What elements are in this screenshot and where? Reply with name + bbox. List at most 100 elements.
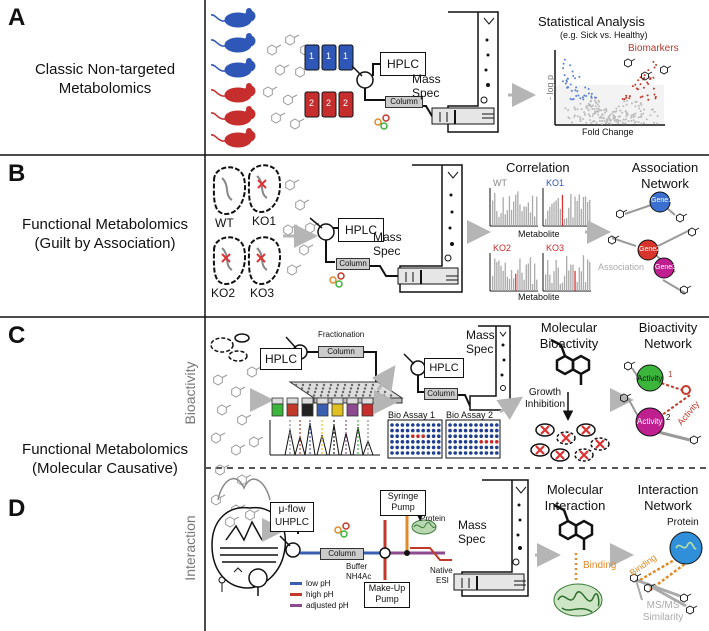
assay-well	[416, 451, 420, 455]
volcano-point	[630, 119, 633, 122]
volcano-point	[613, 119, 616, 122]
volcano-point	[571, 70, 574, 73]
assay-well	[474, 423, 478, 427]
assay-well	[421, 428, 426, 433]
volcano-point	[625, 111, 628, 114]
interaction-network-title: Interaction Network	[628, 482, 708, 514]
well-dot	[370, 387, 374, 390]
metabolite-bar	[494, 258, 496, 291]
assay-well	[390, 445, 394, 450]
volcano-point	[621, 98, 624, 101]
assay-well	[416, 428, 420, 433]
makeup-pump-line2: Pump	[375, 594, 399, 604]
inhibition-x-icon	[540, 425, 550, 435]
metabolite-bar	[498, 216, 500, 226]
assay-well	[479, 451, 484, 455]
well-dot	[313, 390, 317, 394]
volcano-point	[652, 60, 655, 63]
assay-well	[453, 434, 458, 439]
vial-cap	[286, 397, 299, 405]
volcano-point	[579, 120, 582, 122]
assay-well	[400, 434, 405, 439]
volcano-point	[607, 122, 610, 125]
volcano-point	[632, 119, 635, 122]
assay-well	[405, 440, 410, 444]
mass-label: Mass	[412, 72, 441, 86]
metabolite-bar	[534, 263, 536, 291]
assay-well	[495, 445, 499, 450]
volcano-point	[624, 118, 627, 121]
volcano-point	[615, 118, 618, 121]
assay-well	[489, 440, 494, 444]
volcano-point	[603, 119, 606, 122]
metabolite-bar	[549, 274, 551, 291]
volcano-point	[582, 118, 585, 120]
volcano-point	[643, 108, 645, 111]
fraction-vials	[271, 397, 374, 417]
metabolite-bar	[504, 214, 506, 226]
vial-body	[346, 403, 359, 417]
mass-label: Mass	[466, 328, 495, 342]
well-dot	[376, 390, 380, 394]
gene1-label: Gene1	[651, 197, 673, 204]
assay-well	[495, 440, 499, 444]
molecule-structure-icon	[550, 338, 591, 385]
volcano-point	[639, 116, 642, 118]
assay-well	[448, 440, 452, 444]
metabolite-bar	[553, 271, 555, 291]
vial-label: 1	[309, 51, 315, 61]
vial-label: 2	[309, 98, 315, 108]
volcano-point	[595, 110, 598, 112]
plot-label-wt: WT	[493, 178, 507, 188]
metabolite-bar	[536, 279, 538, 291]
volcano-point	[617, 105, 620, 108]
volcano-point	[591, 115, 594, 118]
well-dot	[308, 383, 312, 387]
volcano-point	[634, 83, 637, 86]
legend-swatch	[290, 582, 302, 585]
cell-label-ko3: KO3	[250, 286, 275, 300]
volcano-point	[623, 98, 626, 101]
column-box: Column	[424, 388, 458, 400]
volcano-point	[656, 122, 658, 125]
assay-well	[426, 423, 431, 427]
volcano-point	[623, 100, 626, 103]
metabolite-bar	[563, 218, 566, 226]
vial-cap	[331, 397, 344, 405]
bio-assay-2-label: Bio Assay 2	[446, 410, 494, 420]
metabolite-bar	[492, 275, 494, 291]
legend-swatch	[290, 604, 302, 607]
assay-well	[431, 451, 436, 455]
panel-a-title-line2: Metabolomics	[58, 80, 152, 97]
assay-well	[437, 445, 441, 450]
assay-well	[431, 445, 436, 450]
volcano-point	[601, 120, 603, 122]
mouse-icons	[210, 7, 256, 148]
assay-well	[421, 451, 426, 455]
volcano-point	[595, 96, 597, 99]
volcano-point	[641, 95, 644, 98]
metabolite-bar	[582, 255, 585, 291]
metabolite-bar	[531, 283, 534, 291]
column-box: Column	[320, 548, 364, 560]
metabolite-bar	[492, 200, 494, 226]
native-label: Native	[430, 566, 453, 575]
uhplc-box: μ-flow UHPLC	[270, 502, 314, 532]
well-dot	[343, 383, 347, 387]
well-dot	[320, 390, 324, 394]
metabolite-bar	[566, 218, 568, 226]
molecular-bioactivity-line2: Bioactivity	[539, 336, 599, 351]
volcano-point	[599, 109, 602, 112]
msms-line1: MS/MS	[646, 600, 680, 611]
volcano-point	[597, 113, 600, 116]
vial-cap	[271, 397, 284, 405]
metabolite-bar	[508, 278, 511, 291]
volcano-point	[585, 95, 588, 97]
panel-cd-title: Functional Metabolomics (Molecular Causa…	[10, 440, 200, 478]
panel-b-graphics	[212, 164, 700, 295]
bio-assay-1-label: Bio Assay 1	[388, 410, 436, 420]
assay-well	[405, 428, 410, 433]
volcano-point	[566, 86, 569, 89]
assay-well	[484, 440, 489, 444]
assay-well	[400, 423, 405, 427]
